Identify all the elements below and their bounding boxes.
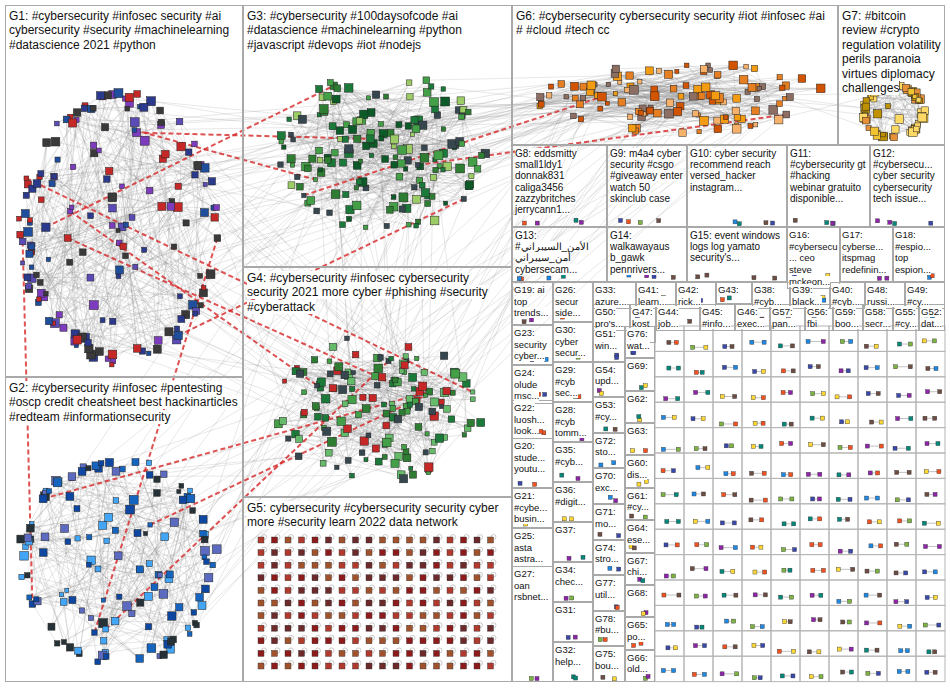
network-canvas: G1: #cybersecurity #infosec security #ai…: [0, 0, 950, 688]
